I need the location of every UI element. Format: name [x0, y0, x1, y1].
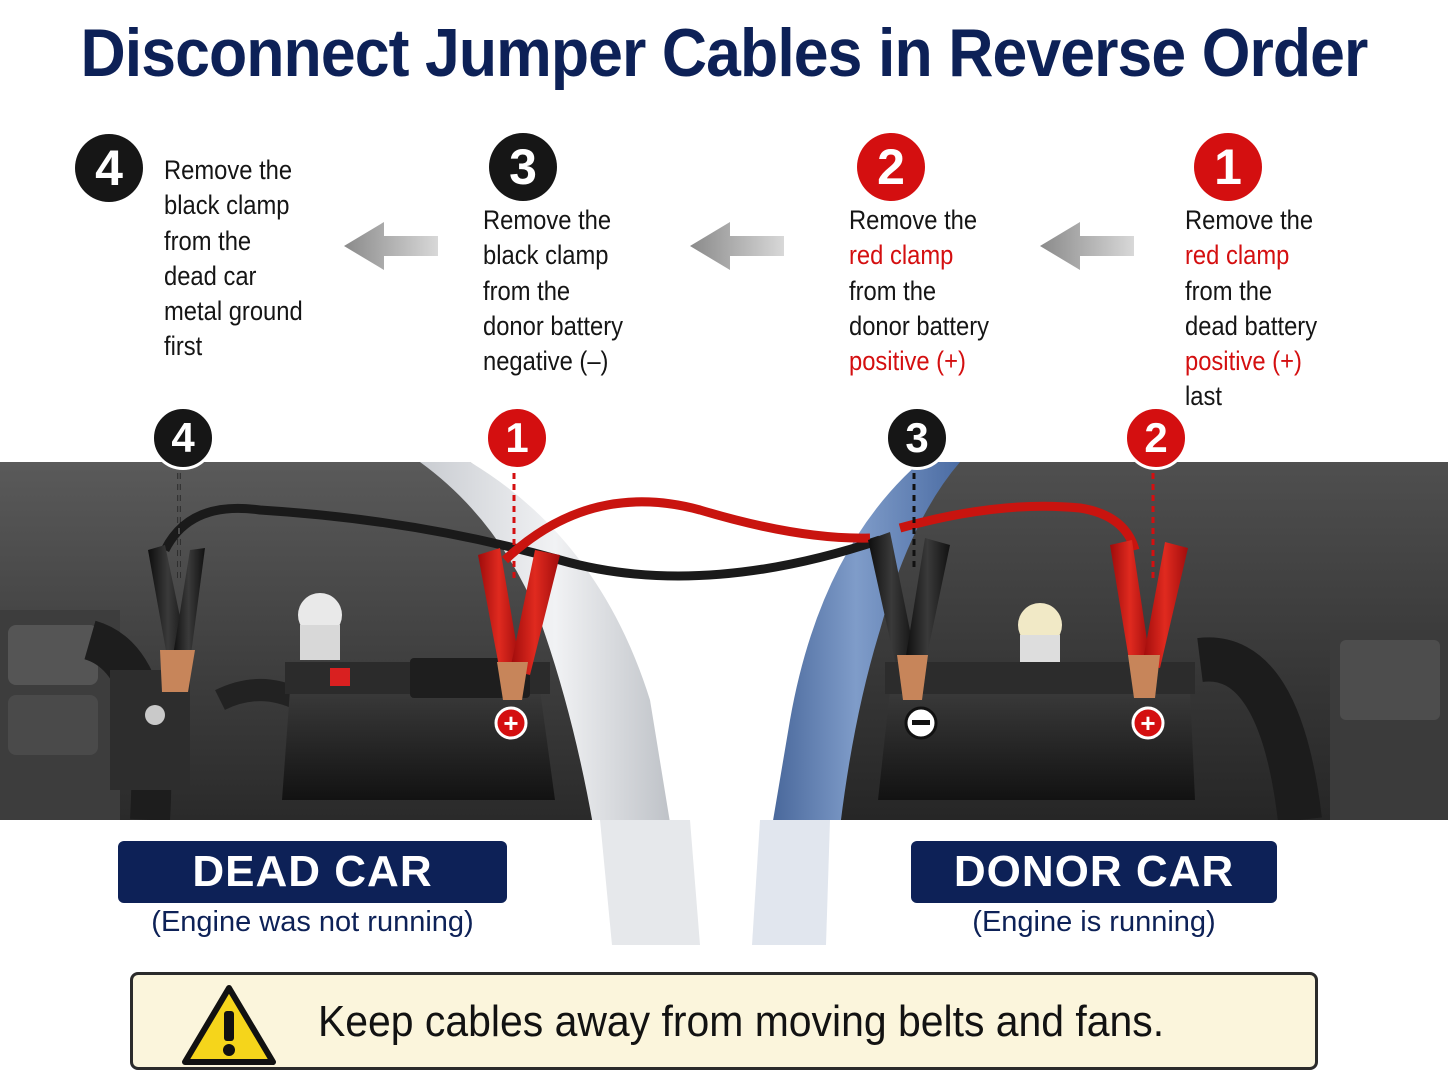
step-line: Remove the — [164, 155, 293, 185]
page-title: Disconnect Jumper Cables in Reverse Orde… — [80, 15, 1369, 91]
step-line: black clamp — [164, 190, 290, 221]
red-clamp-icon — [478, 548, 560, 700]
left-arrow-icon — [1040, 222, 1134, 270]
warning-triangle-icon — [182, 985, 276, 1065]
marker-3-badge: 3 — [885, 406, 949, 470]
step-instruction: Remove the black clamp from the donor ba… — [483, 203, 623, 379]
step-line: donor battery — [483, 310, 624, 341]
black-clamp-icon — [148, 545, 205, 692]
warning-text: Keep cables away from moving belts and f… — [318, 997, 1165, 1046]
step-line: black clamp — [483, 240, 609, 271]
black-clamp-icon — [868, 532, 950, 700]
step-number-badge: 2 — [857, 133, 925, 201]
dead-car-note: (Engine was not running) — [151, 906, 474, 938]
warning-banner: Keep cables away from moving belts and f… — [130, 972, 1318, 1070]
marker-2-badge: 2 — [1124, 406, 1188, 470]
step-line: negative (–) — [483, 346, 609, 377]
red-clamp-icon — [1110, 540, 1188, 698]
step-instruction: Remove the red clamp from the dead batte… — [1185, 203, 1317, 415]
step-instruction: Remove the black clamp from the dead car… — [164, 153, 303, 365]
step-line: red clamp — [849, 240, 954, 271]
marker-4-badge: 4 — [151, 406, 215, 470]
step-number-badge: 3 — [489, 133, 557, 201]
step-line: from the — [1185, 275, 1273, 306]
svg-text:+: + — [1140, 708, 1155, 738]
marker-1-badge: 1 — [485, 406, 549, 470]
step-line: dead battery — [1185, 310, 1318, 341]
dead-car-label: DEAD CAR — [118, 841, 507, 903]
step-line: from the — [849, 275, 937, 306]
step-line: Remove the — [849, 205, 978, 235]
step-line: red clamp — [1185, 240, 1290, 271]
step-instruction: Remove the red clamp from the donor batt… — [849, 203, 989, 379]
step-line: from the — [483, 275, 571, 306]
step-line: first — [164, 331, 203, 362]
step-line: Remove the — [1185, 205, 1314, 235]
step-line: positive (+) — [849, 346, 966, 377]
step-line: Remove the — [483, 205, 612, 235]
step-number-badge: 1 — [1194, 133, 1262, 201]
step-line: metal ground — [164, 296, 303, 327]
step-line: donor battery — [849, 310, 990, 341]
left-arrow-icon — [690, 222, 784, 270]
svg-text:+: + — [503, 708, 518, 738]
donor-car-note: (Engine is running) — [972, 906, 1216, 938]
step-line: last — [1185, 381, 1222, 412]
step-line: positive (+) — [1185, 346, 1302, 377]
step-line: dead car — [164, 260, 257, 291]
step-number-badge: 4 — [75, 134, 143, 202]
left-arrow-icon — [344, 222, 438, 270]
donor-car-label: DONOR CAR — [911, 841, 1277, 903]
step-line: from the — [164, 225, 252, 256]
